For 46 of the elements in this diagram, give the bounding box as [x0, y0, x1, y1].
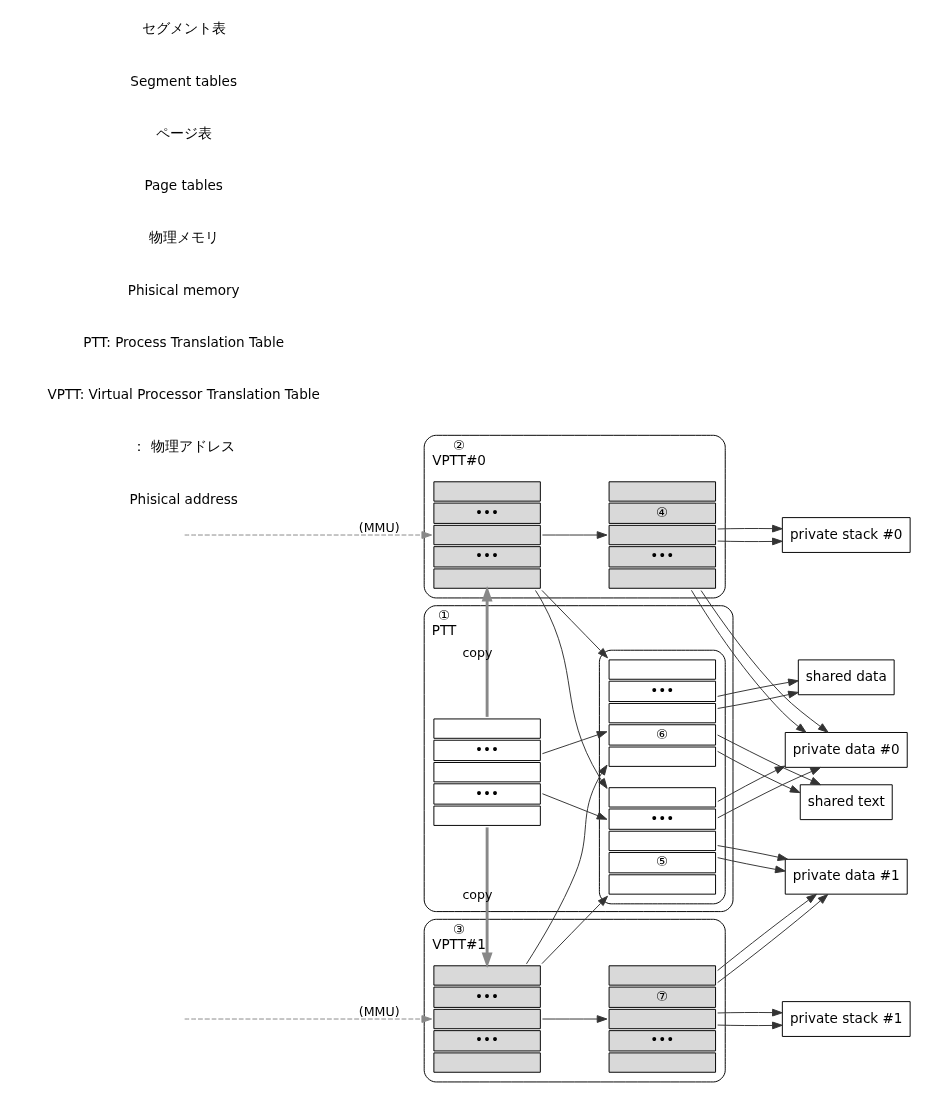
node-box: private stack #0: [781, 517, 911, 553]
arrow: [481, 586, 493, 717]
arrow: [716, 750, 800, 794]
arrow: [716, 857, 786, 874]
node-box: shared text: [799, 784, 893, 821]
arrow: [716, 1008, 783, 1017]
arrow: [716, 734, 821, 786]
arrow: [716, 690, 799, 709]
arrow: [716, 893, 817, 971]
arrow: [534, 589, 608, 789]
legend-label: Phisical address: [128, 490, 238, 507]
edge-label: copy: [461, 886, 492, 902]
edge-label: (MMU): [358, 519, 400, 535]
arrow: [700, 590, 829, 733]
label: ページ表: [155, 124, 212, 141]
node-box: private data #0: [784, 732, 908, 768]
arrow: [541, 1015, 607, 1023]
arrow: [183, 531, 432, 539]
arrow: [716, 537, 783, 546]
label: 物理メモリ: [148, 229, 219, 246]
arrow: [716, 678, 799, 697]
node-box: shared data: [797, 659, 895, 696]
arrow: [541, 531, 607, 539]
arrow: [540, 589, 608, 659]
label: Segment tables: [129, 72, 237, 89]
arrow: [716, 524, 783, 533]
edge-label: copy: [461, 644, 492, 660]
arrow: [541, 731, 607, 755]
arrow: [716, 894, 828, 984]
arrow: [481, 827, 493, 969]
node-box: private stack #1: [781, 1001, 911, 1037]
arrow: [540, 895, 608, 965]
arrow: [716, 845, 788, 861]
arrow: [183, 1015, 432, 1023]
arrow: [716, 1021, 783, 1030]
label: VPTT: Virtual Processor Translation Table: [46, 386, 320, 403]
label: セグメント表: [141, 20, 226, 37]
arrow: [541, 793, 607, 820]
arrow: [525, 764, 607, 965]
legend-label: ： 物理アドレス: [131, 438, 235, 455]
arrow: [690, 589, 807, 733]
node-box: private data #1: [784, 858, 908, 895]
label: PTT: Process Translation Table: [82, 333, 284, 350]
edge-label: (MMU): [358, 1003, 400, 1019]
label: Page tables: [143, 177, 223, 194]
label: Phisical memory: [127, 281, 240, 298]
